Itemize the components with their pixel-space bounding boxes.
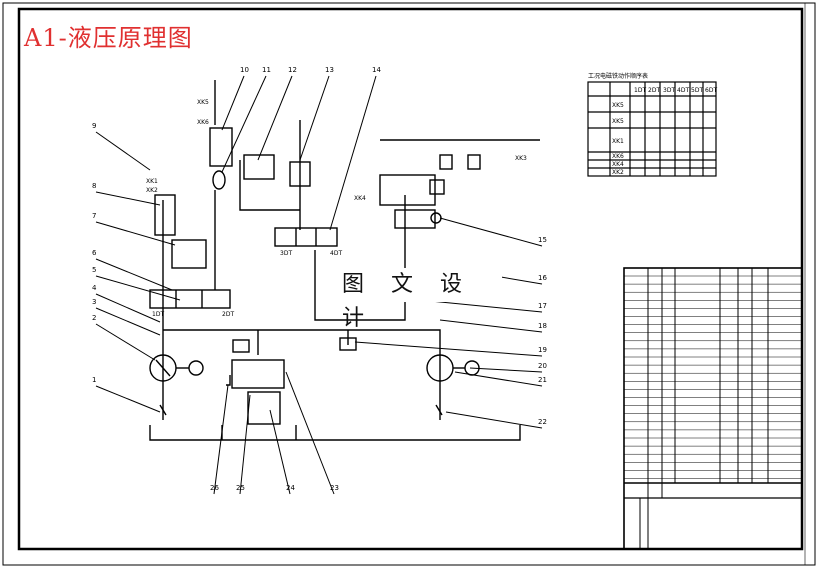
watermark: 图 文 设 计 [332, 268, 502, 331]
balloon-label: 19 [538, 346, 547, 354]
svg-text:5DT: 5DT [691, 87, 703, 94]
balloon-label: 22 [538, 418, 547, 426]
switch-label: XK1 [146, 178, 158, 185]
solenoid-label: 3DT [280, 250, 292, 257]
balloon-label: 3 [92, 298, 96, 306]
solenoid-labels: 1DT 2DT 3DT 4DT XK5 XK1 XK2 XK3 XK4 XK6 [146, 99, 527, 318]
actuation-table [587, 81, 717, 177]
switch-label: XK3 [515, 155, 527, 162]
balloon-label: 20 [538, 362, 547, 370]
balloon-label: 11 [262, 66, 271, 74]
balloon-label: 13 [325, 66, 334, 74]
svg-text:XK5: XK5 [612, 118, 624, 125]
svg-text:6DT: 6DT [705, 87, 717, 94]
switch-label: XK4 [354, 195, 366, 202]
balloon-label: 1 [92, 376, 96, 384]
balloon-label: 7 [92, 212, 96, 220]
balloon-label: 24 [286, 484, 295, 492]
svg-text:工况电磁铁动作顺序表: 工况电磁铁动作顺序表 [588, 72, 648, 80]
balloon-label: 23 [330, 484, 339, 492]
solenoid-label: 2DT [222, 311, 234, 318]
balloon-label: 25 [236, 484, 245, 492]
balloon-label: 14 [372, 66, 381, 74]
svg-text:XK4: XK4 [612, 161, 624, 168]
balloon-label: 18 [538, 322, 547, 330]
balloon-label: 5 [92, 266, 96, 274]
circuit [149, 80, 540, 441]
outer-frame [2, 2, 816, 566]
svg-text:2DT: 2DT [648, 87, 660, 94]
balloon-label: 6 [92, 249, 97, 257]
balloon-label: 12 [288, 66, 297, 74]
balloon-label: 21 [538, 376, 547, 384]
balloon-label: 26 [210, 484, 219, 492]
page-title: A1-液压原理图 [24, 24, 193, 52]
svg-text:XK5: XK5 [612, 102, 624, 109]
balloon-label: 8 [92, 182, 96, 190]
valves [149, 127, 481, 425]
svg-text:4DT: 4DT [677, 87, 689, 94]
svg-text:XK1: XK1 [612, 138, 624, 145]
svg-text:XK6: XK6 [612, 153, 624, 160]
switch-label: XK2 [146, 187, 158, 194]
switch-label: XK5 [197, 99, 209, 106]
balloon-label: 16 [538, 274, 547, 282]
parts-list [623, 267, 803, 550]
balloon-label: 15 [538, 236, 547, 244]
svg-text:3DT: 3DT [663, 87, 675, 94]
svg-text:1DT: 1DT [634, 87, 646, 94]
solenoid-label: 4DT [330, 250, 342, 257]
solenoid-label: 1DT [152, 311, 164, 318]
balloon-label: 2 [92, 314, 96, 322]
switch-label: XK6 [197, 119, 209, 126]
balloon-label: 17 [538, 302, 547, 310]
pumps [149, 354, 480, 382]
balloon-label: 4 [92, 284, 97, 292]
balloon-label: 9 [92, 122, 96, 130]
svg-text:XK2: XK2 [612, 169, 624, 176]
balloon-label: 10 [240, 66, 249, 74]
